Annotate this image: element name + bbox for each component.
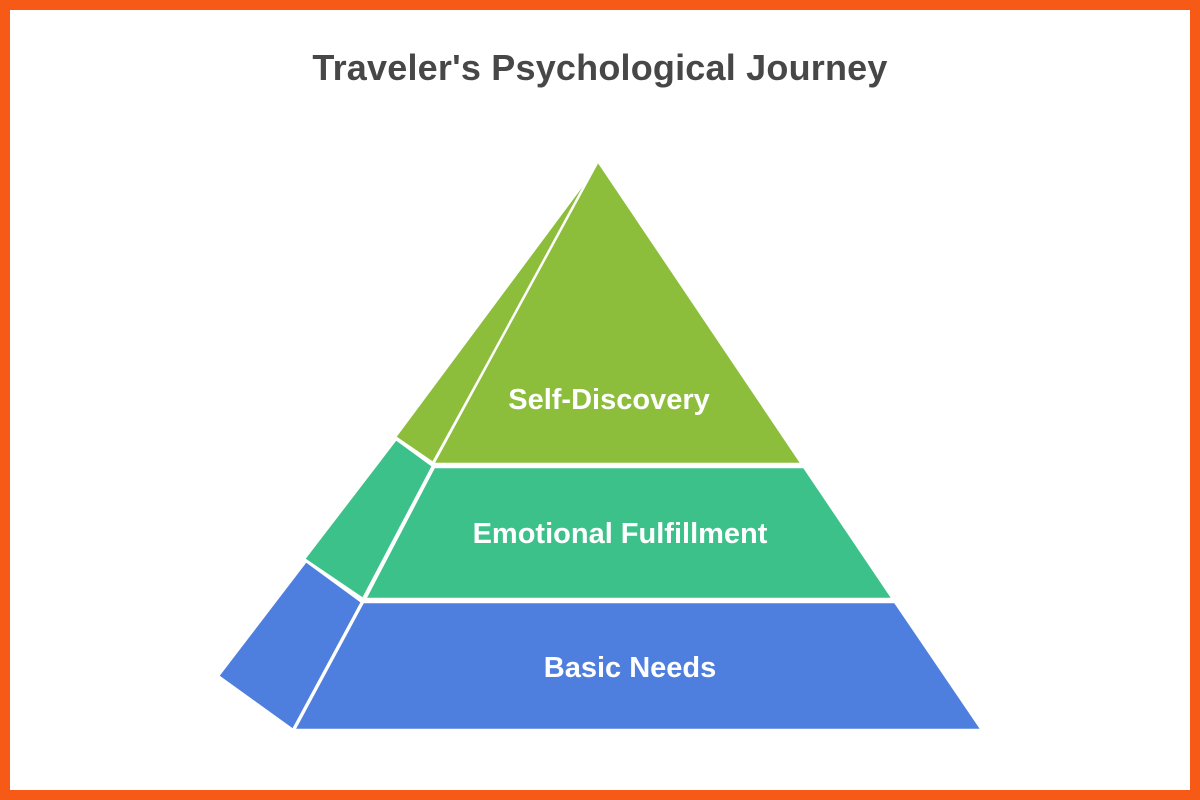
level-self-discovery-front-face: [431, 159, 804, 466]
level-emotional-fulfillment-side-face: [302, 437, 435, 601]
level-emotional-fulfillment-label: Emotional Fulfillment: [473, 518, 768, 550]
pyramid-level-basic-needs: Basic Needs: [216, 559, 984, 732]
pyramid-level-self-discovery: Self-Discovery: [393, 159, 804, 466]
level-emotional-fulfillment-front-face: [363, 465, 895, 601]
level-basic-needs-front-face: [292, 600, 984, 732]
level-self-discovery-label: Self-Discovery: [508, 384, 710, 416]
chart-title: Traveler's Psychological Journey: [312, 47, 888, 88]
level-basic-needs-label: Basic Needs: [544, 652, 717, 684]
pyramid-level-emotional-fulfillment: Emotional Fulfillment: [302, 437, 895, 601]
